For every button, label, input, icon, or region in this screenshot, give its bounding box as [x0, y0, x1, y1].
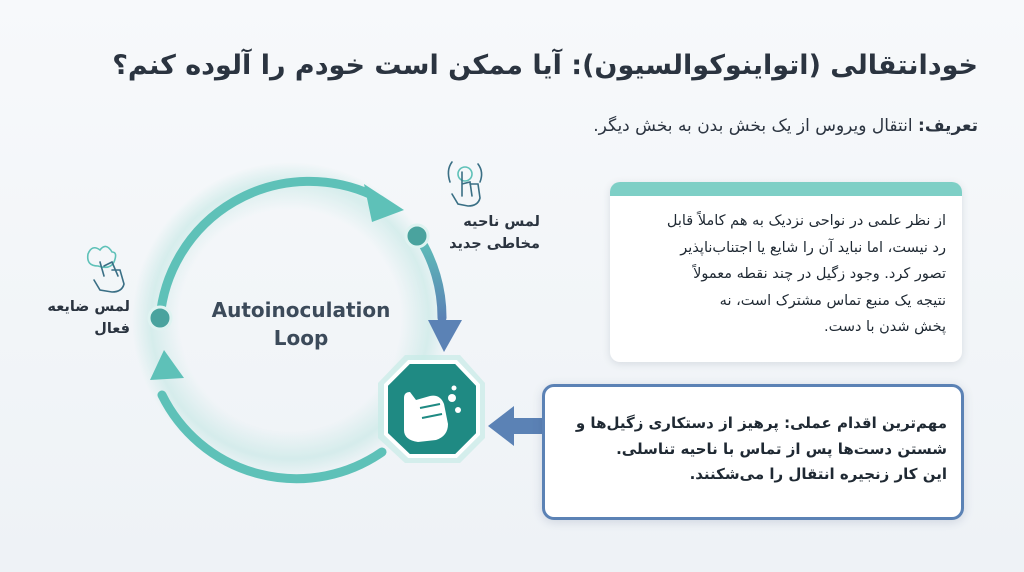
- loop-glow: [132, 162, 448, 478]
- loop-arc-bottom: [157, 390, 387, 484]
- loop-center-label: Autoinoculation Loop: [211, 298, 391, 350]
- node-active-lesion: [147, 305, 173, 331]
- finger-touch-icon: [447, 161, 483, 207]
- definition-label: تعریف:: [918, 116, 978, 136]
- hand-washing-stop-icon: [378, 355, 485, 463]
- definition-text: انتقال ویروس از یک بخش بدن به بخش دیگر.: [593, 116, 913, 136]
- node-new-area: [404, 223, 430, 249]
- label-new-mucosal-area: لمس ناحیه مخاطی جدید: [449, 214, 540, 252]
- arrowhead-right: [428, 320, 462, 352]
- arrowhead-left: [150, 350, 184, 380]
- note-card-accent-bar: [610, 182, 962, 196]
- scientific-note-card: از نظر علمی در نواحی نزدیک به هم کاملاً …: [610, 182, 962, 362]
- note-card-text: از نظر علمی در نواحی نزدیک به هم کاملاً …: [666, 213, 946, 335]
- label-active-lesion: لمس ضایعه فعال: [47, 299, 130, 337]
- definition-line: تعریف: انتقال ویروس از یک بخش بدن به بخش…: [78, 116, 978, 136]
- hand-touch-icon: [86, 245, 125, 293]
- action-arrow-head: [488, 406, 514, 446]
- action-card-text: مهم‌ترین اقدام عملی: پرهیز از دستکاری زگ…: [575, 414, 947, 483]
- arrowhead-top: [364, 184, 404, 222]
- loop-arc-top: [155, 176, 377, 323]
- practical-action-card: مهم‌ترین اقدام عملی: پرهیز از دستکاری زگ…: [542, 384, 964, 520]
- page-title: خودانتقالی (اتواینوکوالسیون): آیا ممکن ا…: [112, 50, 978, 81]
